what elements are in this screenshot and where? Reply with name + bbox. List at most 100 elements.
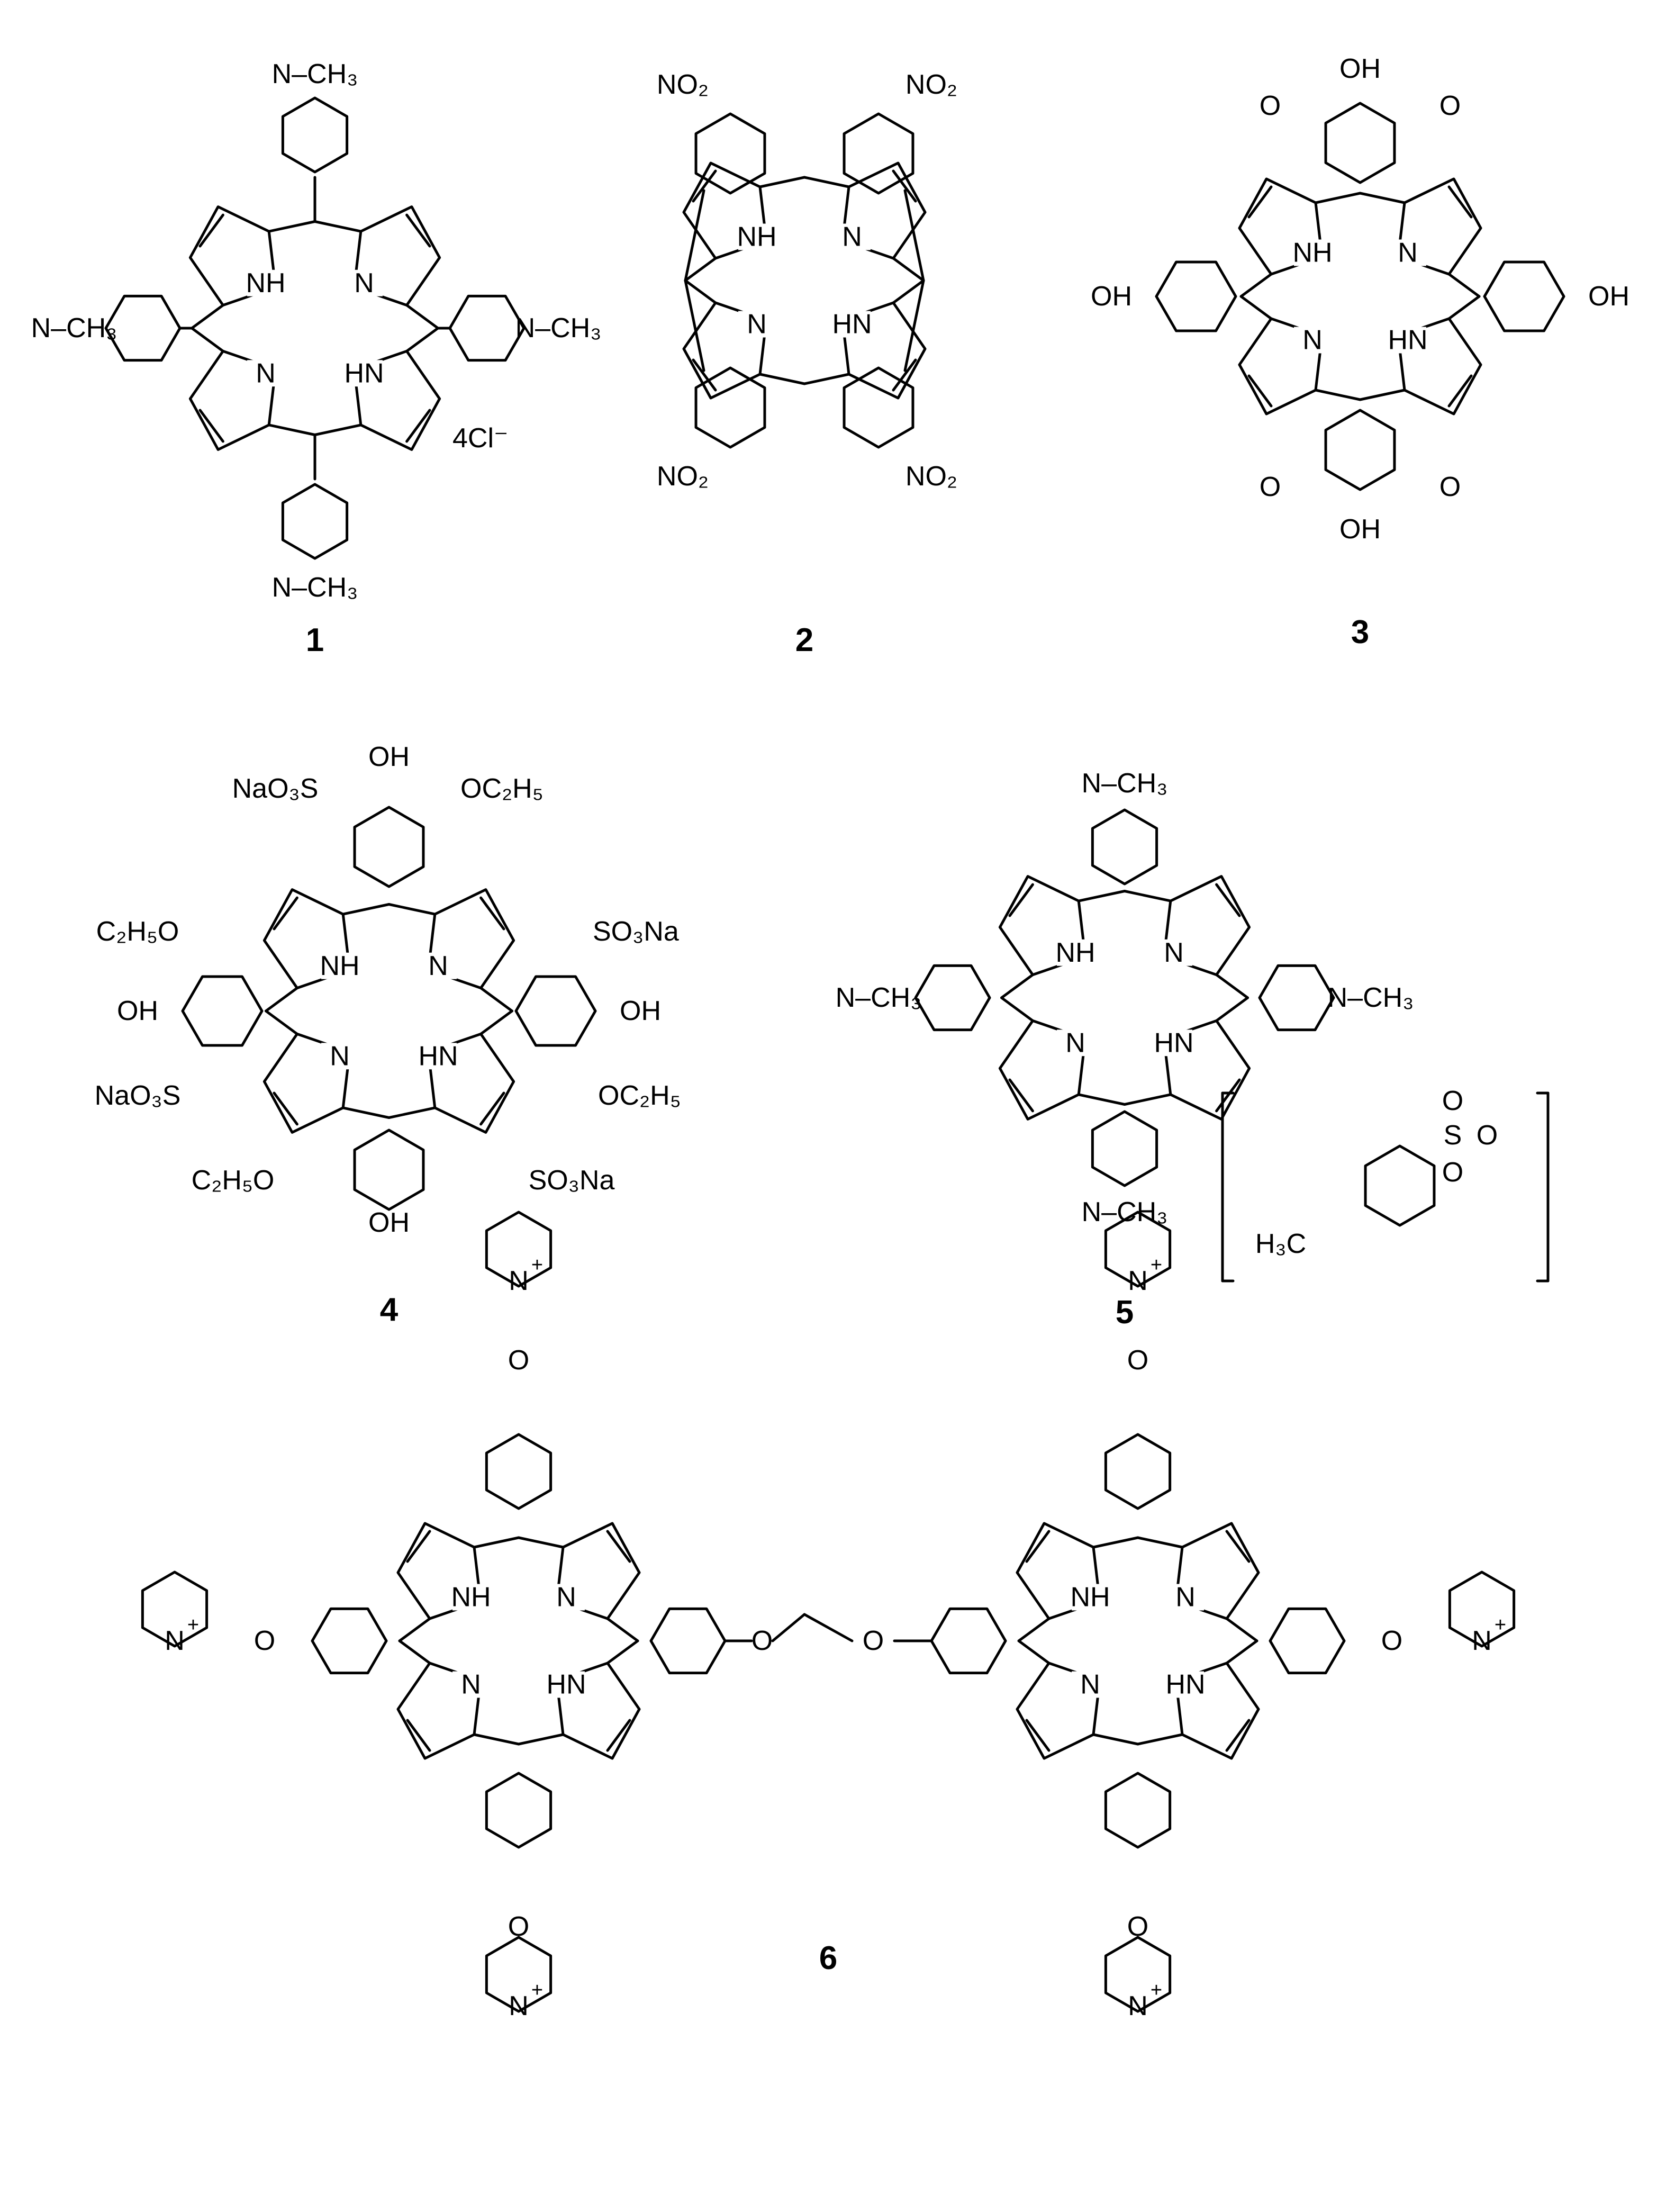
- c3-meso-bond: [1447, 295, 1481, 320]
- c3-double-bond: [1247, 185, 1273, 219]
- c5-core-nitrogen: N: [1065, 1027, 1085, 1058]
- label-mask: [1057, 939, 1094, 966]
- c2-aryl-bond: [684, 279, 705, 372]
- c4-hydroxy: OH: [368, 1207, 410, 1238]
- label-mask: [1389, 327, 1426, 354]
- c5-tosylate-oxygen: O: [1442, 1086, 1463, 1116]
- c6-arm-right-oxygen: O: [1381, 1626, 1402, 1656]
- c4-core-nitrogen: HN: [418, 1041, 458, 1071]
- c2-nitrophenyl-ring: [694, 112, 766, 195]
- c2-meso-bond: [758, 176, 806, 188]
- c4-core-nitrogen: N: [330, 1041, 350, 1071]
- label-mask: [1155, 939, 1192, 966]
- compound-id-4: 4: [380, 1292, 399, 1328]
- c6b-double-bond: [1025, 1530, 1051, 1563]
- c1-pyridinium-ring: [104, 294, 182, 362]
- c4-meso-bond: [341, 903, 391, 916]
- c4-core-nitrogen: N: [428, 951, 448, 981]
- c6-piperidinium-ring: [485, 1211, 553, 1288]
- c2-nitro-group: NO₂: [657, 69, 709, 100]
- c2-nitro-group: NO₂: [906, 69, 957, 100]
- c6a-meso-bond: [473, 1733, 520, 1746]
- c6b-meso-bond: [1092, 1733, 1139, 1746]
- c4-meso-bond: [479, 1009, 513, 1035]
- c2-meso-bond: [758, 373, 806, 385]
- c2-aryl-bond: [903, 189, 925, 282]
- c1-double-bond: [405, 213, 431, 248]
- c6-aryl-ring: [1104, 1433, 1172, 1510]
- label-mask: [738, 223, 775, 250]
- c4-double-bond: [273, 1091, 298, 1126]
- c4-aryl-ring: [514, 975, 597, 1047]
- label-mask: [738, 311, 775, 338]
- c6a-meso-bond: [606, 1639, 639, 1665]
- c5-pyridinium-ring: [914, 964, 991, 1032]
- c3-core-nitrogen: NH: [1292, 238, 1332, 268]
- c4-meso-bond: [387, 903, 437, 916]
- c2-core-nitrogen: HN: [832, 309, 872, 340]
- c4-aryl-ring: [181, 975, 264, 1047]
- c6-aryl-ring: [1269, 1607, 1346, 1675]
- c6a-core-nitrogen: HN: [546, 1669, 586, 1700]
- c6b-double-bond: [1225, 1719, 1251, 1752]
- c3-core-nitrogen: N: [1398, 238, 1418, 268]
- c6-piperidinium-ring: [1448, 1570, 1516, 1648]
- c1-double-bond: [198, 213, 224, 248]
- c1-core-nitrogen: NH: [246, 268, 285, 299]
- c6a-double-bond: [406, 1719, 431, 1752]
- compound-id-1: 1: [306, 622, 324, 658]
- c5-double-bond: [1008, 1078, 1034, 1113]
- c5-pyridinium-ring: [1091, 808, 1158, 886]
- c3-double-bond: [1447, 374, 1473, 408]
- label-mask: [834, 223, 871, 250]
- c3-aryl-ring: [1324, 409, 1396, 491]
- c6a-meso-bond: [606, 1617, 639, 1642]
- c6-arm-left-oxygen: O: [254, 1626, 275, 1656]
- c3-meso-bond: [1447, 273, 1481, 298]
- c6-quaternary-charge: +: [1151, 1979, 1162, 2001]
- c5-double-bond: [1215, 1078, 1241, 1113]
- c2-nitrophenyl-ring: [843, 112, 914, 195]
- c5-meso-bond: [1000, 973, 1034, 999]
- c1-n-methyl-bottom: N–CH₃: [272, 572, 358, 603]
- c5-tosylate-oxygen: O: [1442, 1157, 1463, 1188]
- c2-core-nitrogen: NH: [737, 222, 776, 252]
- c4-meso-bond: [387, 1106, 437, 1119]
- c6-aryl-ring: [311, 1607, 388, 1675]
- c6-aryl-ring: [930, 1607, 1007, 1675]
- compound-id-6: 6: [819, 1940, 837, 1976]
- c2-double-bond: [892, 169, 917, 203]
- c6b-meso-bond: [1136, 1733, 1184, 1746]
- c3-aryl-ring: [1155, 260, 1237, 332]
- c3-meso-bond: [1314, 192, 1362, 204]
- label-mask: [452, 1671, 490, 1698]
- c2-meso-bond: [803, 176, 850, 188]
- c5-pyridinium-ring: [1258, 964, 1335, 1032]
- c6-arm-top-oxygen: O: [1127, 1345, 1148, 1376]
- label-mask: [1155, 1030, 1192, 1057]
- c5-meso-bond: [1215, 973, 1249, 999]
- c3-meso-bond: [1239, 295, 1273, 320]
- label-mask: [548, 1671, 585, 1698]
- c1-meso-bond: [191, 327, 224, 353]
- c4-meso-bond: [479, 987, 513, 1013]
- c2-nitro-group: NO₂: [906, 461, 957, 492]
- c2-core-nitrogen: N: [842, 222, 862, 252]
- c6-aryl-ring: [485, 1433, 553, 1510]
- c4-ethoxy: C₂H₅O: [96, 916, 179, 947]
- c5-meso-bond: [1077, 890, 1126, 902]
- c6-arm-bottom-oxygen: O: [1127, 1911, 1148, 1942]
- c1-n-methyl-top: N–CH₃: [272, 59, 358, 89]
- c6b-core-nitrogen: N: [1175, 1582, 1196, 1613]
- c4-double-bond: [273, 896, 298, 931]
- c4-meso-bond: [265, 1009, 298, 1035]
- c3-meso-bond: [1359, 389, 1406, 401]
- c1-pyridinium-ring: [281, 96, 349, 174]
- c6b-meso-bond: [1136, 1536, 1184, 1549]
- c6-quaternary-charge: +: [1151, 1254, 1162, 1276]
- label-mask: [420, 952, 457, 979]
- c3-methoxy-oxygen: O: [1439, 91, 1461, 121]
- c3-meso-bond: [1239, 273, 1273, 298]
- c6-quaternary-charge: +: [531, 1254, 543, 1276]
- compound-id-3: 3: [1351, 614, 1369, 651]
